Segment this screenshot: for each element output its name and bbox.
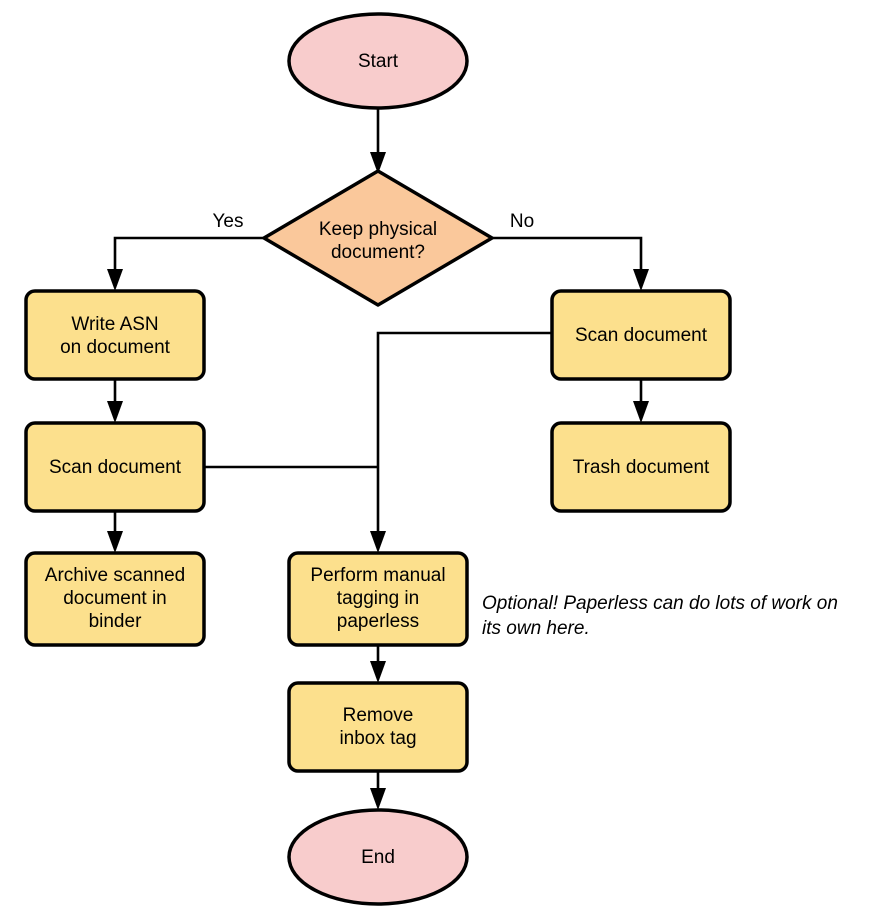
edge-labels-layer: Yes No bbox=[213, 211, 535, 232]
edge-scan-right-to-trash bbox=[633, 379, 649, 423]
end-label: End bbox=[361, 847, 395, 868]
decision-label-line1: Keep physical bbox=[319, 219, 437, 240]
start-ellipse[interactable] bbox=[287, 12, 469, 110]
scan-document-left-label: Scan document bbox=[49, 457, 182, 478]
archive-label-line1: Archive scanned bbox=[45, 565, 185, 586]
trash-document-label: Trash document bbox=[573, 457, 710, 478]
write-asn-label-line2: on document bbox=[60, 337, 171, 358]
annotation-line2: its own here. bbox=[482, 618, 590, 639]
edge-scan-right-to-tagging bbox=[370, 331, 552, 553]
node-write-asn[interactable]: Write ASN on document bbox=[24, 289, 206, 381]
edge-scan-left-to-archive bbox=[107, 511, 123, 553]
write-asn-rect[interactable] bbox=[24, 289, 206, 381]
remove-inbox-tag-rect[interactable] bbox=[287, 681, 469, 773]
decision-label-line2: document? bbox=[331, 242, 425, 263]
edges-layer bbox=[107, 108, 649, 810]
node-end[interactable]: End bbox=[287, 808, 469, 906]
archive-rect[interactable] bbox=[24, 551, 206, 647]
start-label: Start bbox=[358, 51, 399, 72]
manual-tagging-label-line1: Perform manual bbox=[310, 565, 445, 586]
edge-label-no: No bbox=[510, 211, 534, 232]
edge-decision-yes bbox=[107, 236, 264, 291]
archive-label-line3: binder bbox=[89, 611, 142, 632]
nodes-layer: Start Keep physical document? Write ASN … bbox=[24, 12, 732, 906]
manual-tagging-label-line3: paperless bbox=[337, 611, 419, 632]
scan-document-right-rect[interactable] bbox=[550, 289, 732, 381]
node-remove-inbox-tag[interactable]: Remove inbox tag bbox=[287, 681, 469, 773]
remove-inbox-tag-label-line2: inbox tag bbox=[339, 728, 416, 749]
end-ellipse[interactable] bbox=[287, 808, 469, 906]
write-asn-label-line1: Write ASN bbox=[71, 314, 158, 335]
node-perform-manual-tagging[interactable]: Perform manual tagging in paperless bbox=[287, 551, 469, 647]
edge-remove-to-end bbox=[370, 771, 386, 810]
remove-inbox-tag-label-line1: Remove bbox=[343, 705, 414, 726]
archive-label-line2: document in bbox=[63, 588, 167, 609]
scan-document-left-rect[interactable] bbox=[24, 421, 206, 513]
annotation-line1: Optional! Paperless can do lots of work … bbox=[482, 593, 838, 614]
manual-tagging-label-line2: tagging in bbox=[337, 588, 419, 609]
edge-start-to-decision bbox=[370, 108, 386, 174]
edge-decision-no bbox=[492, 236, 649, 291]
edge-tagging-to-remove bbox=[370, 645, 386, 683]
node-archive-scanned-document[interactable]: Archive scanned document in binder bbox=[24, 551, 206, 647]
edge-write-to-scan-left bbox=[107, 379, 123, 423]
node-trash-document[interactable]: Trash document bbox=[550, 421, 732, 513]
manual-tagging-rect[interactable] bbox=[287, 551, 469, 647]
node-decision-keep-physical-document[interactable]: Keep physical document? bbox=[262, 169, 494, 307]
node-scan-document-right[interactable]: Scan document bbox=[550, 289, 732, 381]
node-scan-document-left[interactable]: Scan document bbox=[24, 421, 206, 513]
trash-document-rect[interactable] bbox=[550, 421, 732, 513]
scan-document-right-label: Scan document bbox=[575, 325, 708, 346]
annotation-optional-note: Optional! Paperless can do lots of work … bbox=[482, 593, 838, 639]
edge-label-yes: Yes bbox=[213, 211, 244, 232]
node-start[interactable]: Start bbox=[287, 12, 469, 110]
decision-diamond[interactable] bbox=[262, 169, 494, 307]
